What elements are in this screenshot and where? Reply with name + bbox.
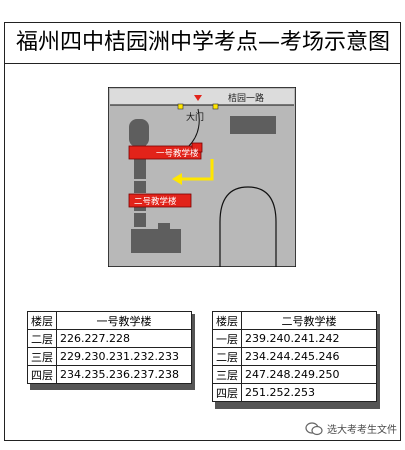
- campus-map-svg: 桔园一路 大门 一号教学楼 二号教学楼: [108, 87, 296, 267]
- direction-arrowhead-icon: [172, 173, 182, 185]
- entrance-marker-icon: [194, 95, 202, 101]
- watermark-text: 选大考考生文件: [327, 425, 397, 436]
- table-row: 三层 229.230.231.232.233: [27, 347, 192, 366]
- building-1-notch: [191, 142, 203, 153]
- building-northeast: [230, 116, 276, 134]
- table-header-row: 楼层 二号教学楼: [212, 311, 377, 330]
- rooms-cell: 234.235.236.237.238: [56, 365, 192, 384]
- rooms-cell: 226.227.228: [56, 329, 192, 348]
- building-segment: [134, 165, 146, 179]
- outer-frame: [4, 22, 401, 441]
- rooms-cell: 247.248.249.250: [241, 365, 377, 384]
- building-strip-top: [129, 119, 149, 147]
- gate-post-right: [212, 103, 219, 110]
- floor-cell: 四层: [27, 365, 57, 384]
- building-segment: [134, 213, 146, 227]
- title-divider: [4, 63, 401, 64]
- campus-map: 桔园一路 大门 一号教学楼 二号教学楼: [108, 87, 296, 267]
- table-row: 三层 247.248.249.250: [212, 365, 377, 384]
- building-segment: [134, 181, 146, 193]
- floor-cell: 四层: [212, 383, 242, 402]
- table-header-building: 一号教学楼: [56, 311, 192, 330]
- table-row: 一层 239.240.241.242: [212, 329, 377, 348]
- floor-cell: 二层: [212, 347, 242, 366]
- building-2-label: 二号教学楼: [134, 196, 177, 207]
- building-1-room-table: 楼层 一号教学楼 二层 226.227.228 三层 229.230.231.2…: [27, 311, 192, 384]
- rooms-cell: 239.240.241.242: [241, 329, 377, 348]
- building-bottom-wing: [131, 229, 181, 253]
- chat-bubbles-icon: [305, 421, 323, 435]
- building-1: [128, 145, 202, 160]
- building-2-room-table: 楼层 二号教学楼 一层 239.240.241.242 二层 234.244.2…: [212, 311, 377, 402]
- gate-label: 大门: [186, 111, 204, 123]
- sports-field-outline: [219, 186, 277, 267]
- gate-path: [187, 108, 200, 148]
- table-header-floor: 楼层: [212, 311, 242, 330]
- floor-cell: 一层: [212, 329, 242, 348]
- table-header-row: 楼层 一号教学楼: [27, 311, 192, 330]
- table-header-building: 二号教学楼: [241, 311, 377, 330]
- table-header-floor: 楼层: [27, 311, 57, 330]
- building-2: [128, 193, 192, 208]
- table-row: 二层 234.244.245.246: [212, 347, 377, 366]
- rooms-cell: 251.252.253: [241, 383, 377, 402]
- floor-cell: 三层: [212, 365, 242, 384]
- road-label: 桔园一路: [228, 92, 264, 104]
- rooms-cell: 229.230.231.232.233: [56, 347, 192, 366]
- table-row: 二层 226.227.228: [27, 329, 192, 348]
- floor-cell: 二层: [27, 329, 57, 348]
- table-row: 四层 234.235.236.237.238: [27, 365, 192, 384]
- watermark: 选大考考生文件: [305, 421, 397, 436]
- table-row: 四层 251.252.253: [212, 383, 377, 402]
- building-bottom-annex: [158, 223, 170, 233]
- direction-arrow-line: [180, 159, 214, 181]
- building-1-label: 一号教学楼: [156, 148, 199, 159]
- floor-cell: 三层: [27, 347, 57, 366]
- gate-post-left: [177, 103, 184, 110]
- rooms-cell: 234.244.245.246: [241, 347, 377, 366]
- page-title: 福州四中桔园洲中学考点—考场示意图: [15, 30, 390, 55]
- road-strip: [110, 89, 294, 105]
